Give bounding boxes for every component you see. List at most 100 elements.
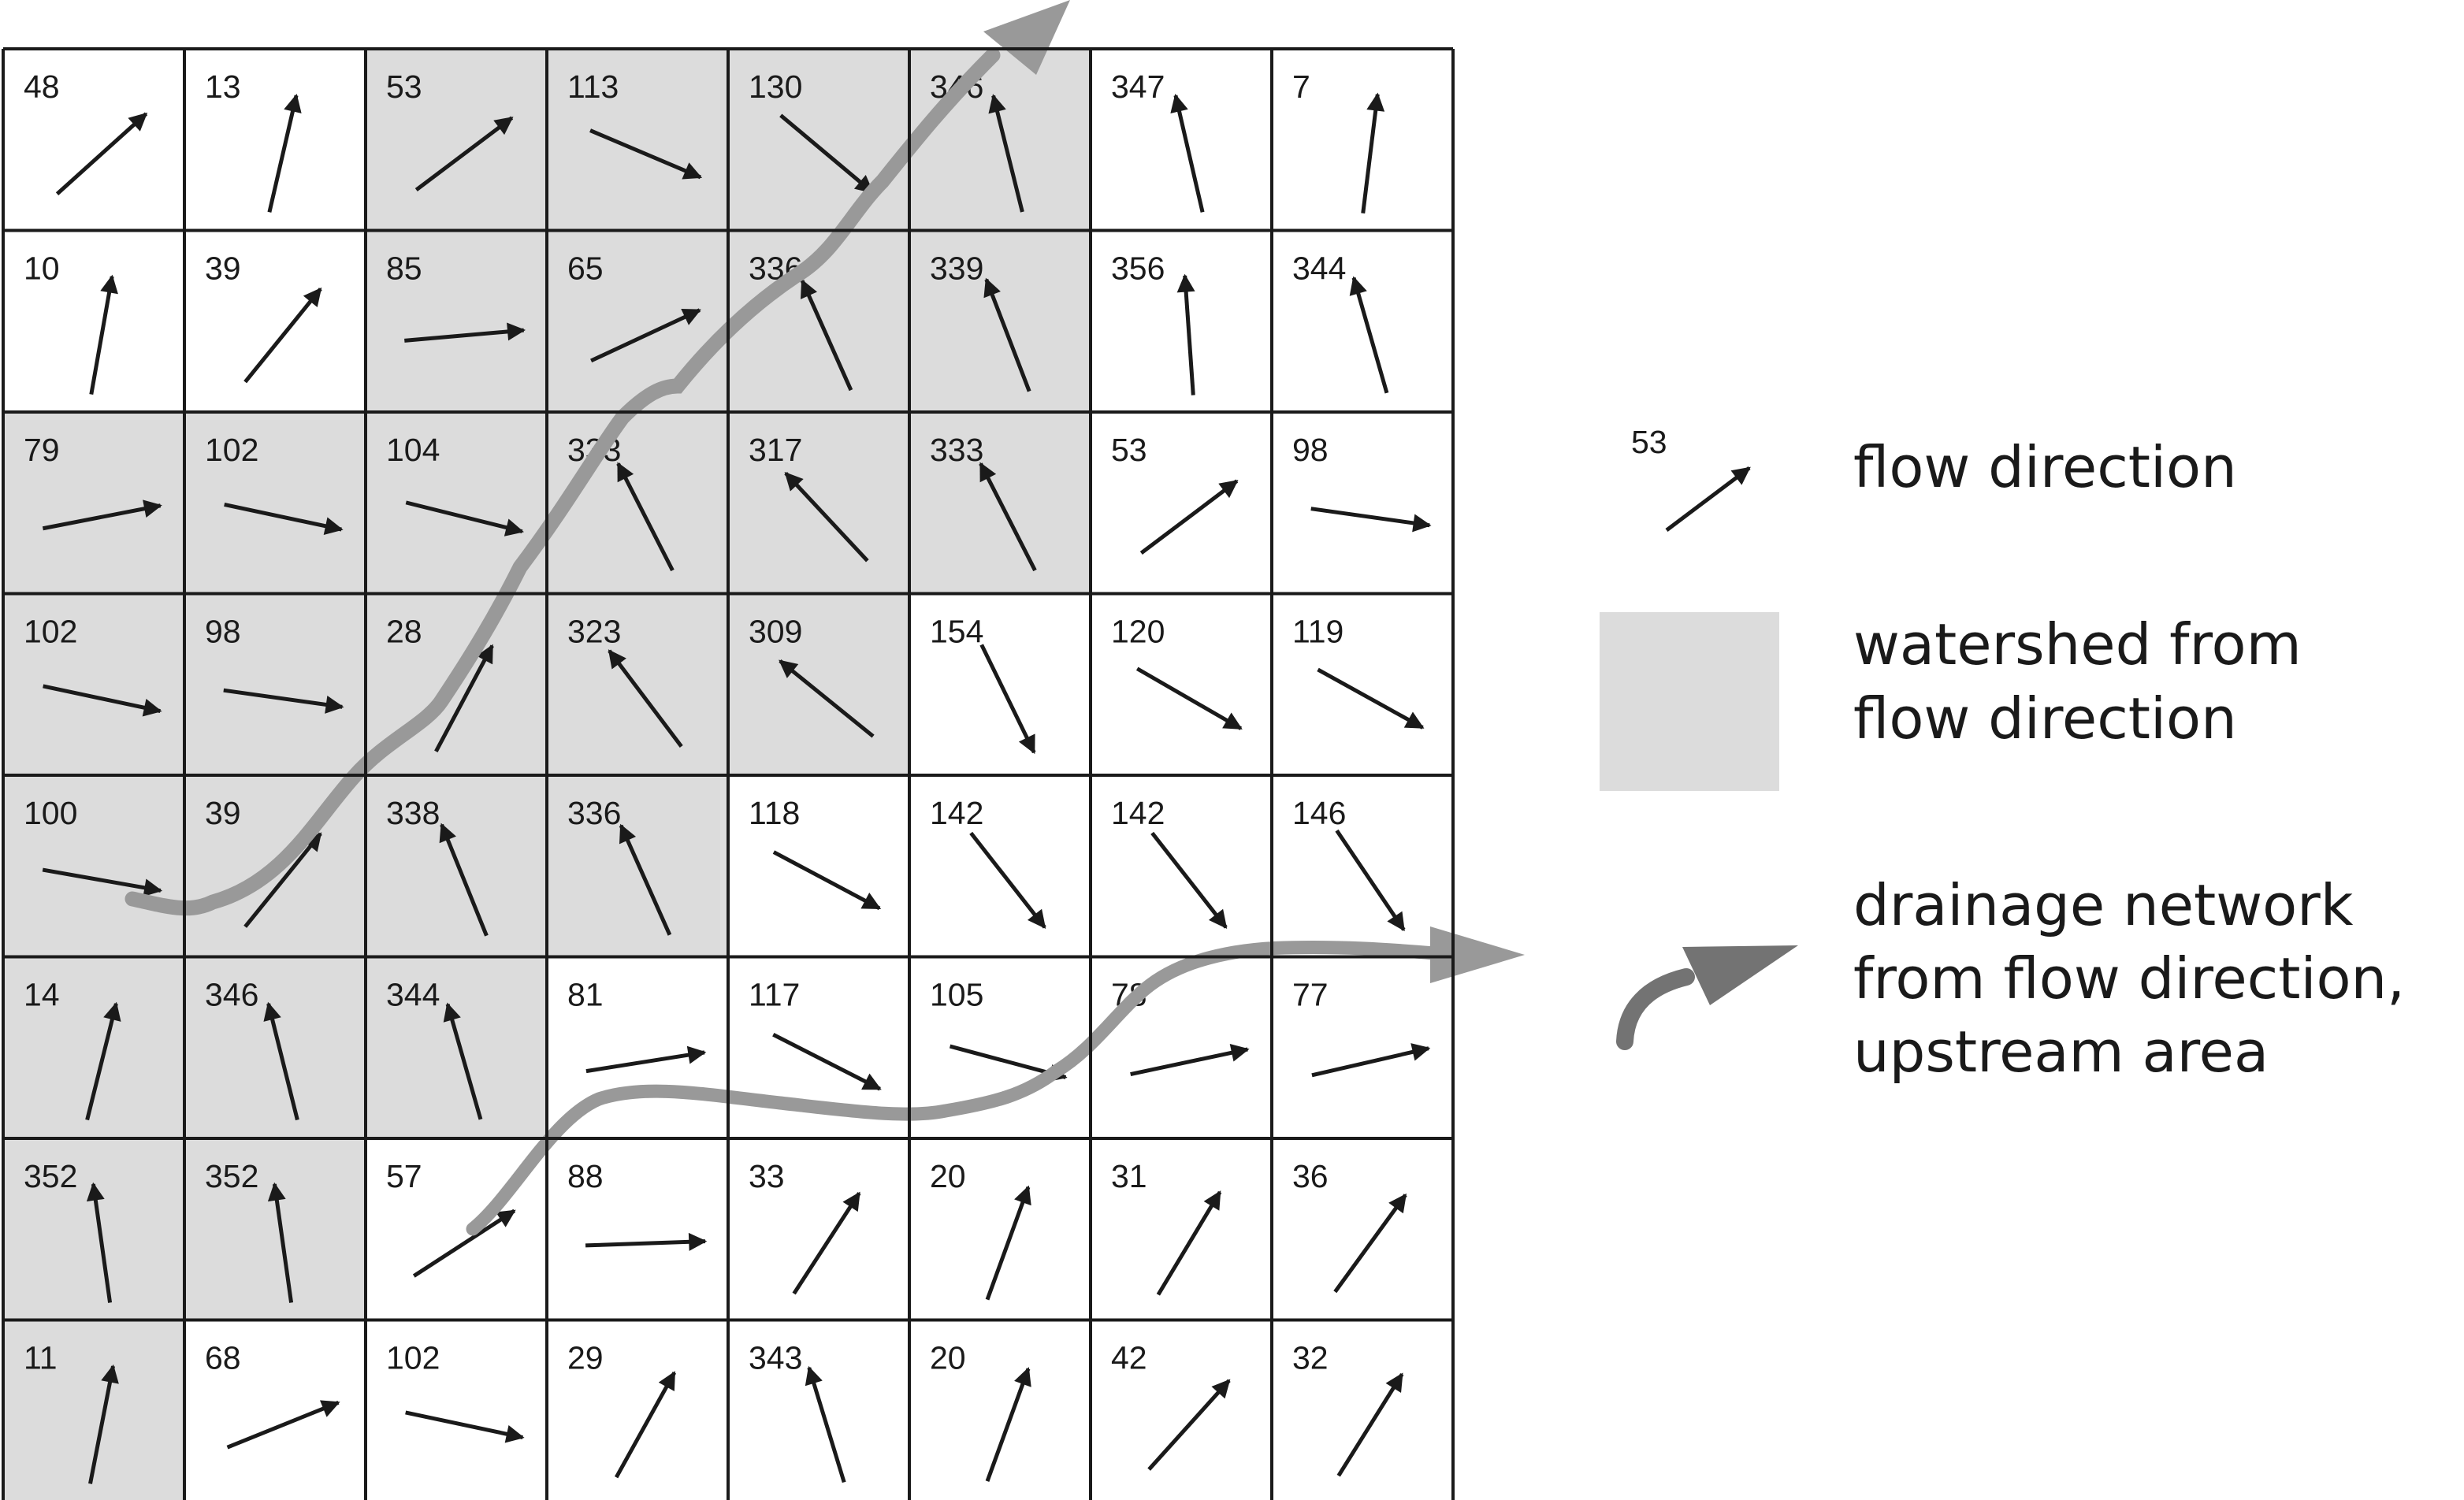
cell-value: 118 <box>749 795 800 831</box>
cell-value: 352 <box>24 1158 77 1194</box>
legend-flow-direction-label: flow direction <box>1853 434 2237 500</box>
legend-watershed-label-line1: watershed from <box>1853 611 2302 678</box>
grid-cell: 53 <box>1091 412 1272 594</box>
flow-arrow <box>43 684 162 717</box>
grid-cell: 65 <box>547 230 728 412</box>
cell-fill <box>547 1320 728 1500</box>
flow-arrow <box>1156 1190 1222 1296</box>
grid-cell: 309 <box>728 593 909 775</box>
cell-value: 120 <box>1111 614 1165 650</box>
flow-arrow <box>1333 1193 1407 1294</box>
flow-arrow <box>585 1232 708 1251</box>
legend-drainage-network: drainage network from flow direction, up… <box>1616 872 2405 1085</box>
cell-value: 356 <box>1111 251 1165 287</box>
watershed-cell-fill <box>547 593 728 775</box>
grid-cell: 11 <box>3 1320 184 1500</box>
watershed-cell-fill <box>366 956 547 1138</box>
flow-arrow <box>443 1002 483 1120</box>
grid-cell: 323 <box>547 593 728 775</box>
cell-value: 13 <box>205 69 241 105</box>
flow-arrow <box>414 116 514 191</box>
watershed-cell-fill <box>366 49 547 231</box>
cell-value: 346 <box>205 977 258 1013</box>
flow-arrow <box>263 1001 299 1121</box>
flow-arrow <box>42 499 162 531</box>
flow-arrow <box>585 1045 707 1074</box>
legend-network-label-line2: from flow direction, <box>1853 945 2405 1012</box>
watershed-cell-fill <box>366 230 547 412</box>
flow-arrow <box>412 1209 516 1278</box>
legend-network-label-line3: upstream area <box>1853 1019 2269 1085</box>
cell-value: 98 <box>205 614 241 650</box>
legend-watershed-swatch <box>1600 612 1779 791</box>
grid-cell: 13 <box>184 49 366 231</box>
grid-cell: 48 <box>3 49 184 231</box>
grid-cell: 79 <box>3 412 184 594</box>
cell-value: 347 <box>1111 69 1165 105</box>
legend-watershed-label-line2: flow direction <box>1853 685 2237 752</box>
cell-value: 113 <box>567 69 619 105</box>
legend-flow-direction: 53 flow direction <box>1631 424 2237 532</box>
cell-value: 105 <box>930 977 983 1013</box>
cell-value: 339 <box>930 251 983 287</box>
cell-value: 323 <box>567 614 621 650</box>
flow-arrow <box>969 831 1046 929</box>
flow-arrow <box>1349 276 1389 394</box>
drainage-network <box>125 0 1525 1236</box>
cell-value: 81 <box>567 977 604 1013</box>
flow-arrow <box>405 500 524 537</box>
flow-arrow <box>55 112 148 195</box>
cell-value: 31 <box>1111 1158 1147 1194</box>
flow-arrow <box>983 277 1031 392</box>
cell-fill <box>728 1138 909 1320</box>
watershed-cell-fill <box>547 49 728 231</box>
cell-value: 352 <box>205 1158 258 1194</box>
cell-value: 48 <box>24 69 60 105</box>
flow-arrow <box>42 867 163 897</box>
cell-fill <box>1272 1138 1453 1320</box>
grid-cell: 68 <box>184 1320 366 1500</box>
flow-arrow <box>1361 92 1385 213</box>
cell-value: 344 <box>1292 251 1346 287</box>
cell-value: 338 <box>386 795 440 831</box>
grid-cell: 339 <box>909 230 1091 412</box>
flow-arrow <box>1336 1372 1404 1477</box>
drainage-arrowhead-upper <box>983 0 1070 75</box>
watershed-cell-fill <box>184 412 366 594</box>
grid-cell: 77 <box>1272 956 1453 1138</box>
grid-cell: 120 <box>1091 593 1272 775</box>
grid-cell: 10 <box>3 230 184 412</box>
grid-cell: 142 <box>909 775 1091 957</box>
legend-sample-value: 53 <box>1631 424 1667 460</box>
legend-network-arrowhead <box>1682 945 1798 1005</box>
cell-value: 28 <box>386 614 422 650</box>
drainage-path-upper <box>125 47 1001 916</box>
cell-value: 100 <box>24 795 77 831</box>
flow-arrow <box>979 644 1036 755</box>
flow-arrow <box>86 1182 113 1303</box>
flow-arrow <box>267 93 302 213</box>
grid-cell: 36 <box>1272 1138 1453 1320</box>
cell-value: 142 <box>930 795 983 831</box>
cell-fill <box>1091 775 1272 957</box>
flow-arrow <box>784 471 869 562</box>
cell-fill <box>1091 230 1272 412</box>
grid-cell: 78 <box>1091 956 1272 1138</box>
grid-cell: 53 <box>366 49 547 231</box>
cell-fill <box>1272 412 1453 594</box>
flow-arrow <box>88 1364 119 1484</box>
cell-value: 317 <box>749 432 802 468</box>
flow-arrow <box>985 1185 1031 1301</box>
cell-fill <box>366 1138 547 1320</box>
watershed-cell-fill <box>3 1138 184 1320</box>
flow-arrow <box>619 823 672 936</box>
grid-cell: 33 <box>728 1138 909 1320</box>
flow-arrow <box>1130 1044 1250 1076</box>
flow-arrow <box>1311 1043 1431 1078</box>
cell-value: 53 <box>386 69 422 105</box>
flow-arrow <box>1150 831 1228 929</box>
cell-fill <box>1091 593 1272 775</box>
grid-cell: 333 <box>909 412 1091 594</box>
cell-value: 102 <box>386 1340 440 1376</box>
flow-arrow <box>800 279 853 392</box>
